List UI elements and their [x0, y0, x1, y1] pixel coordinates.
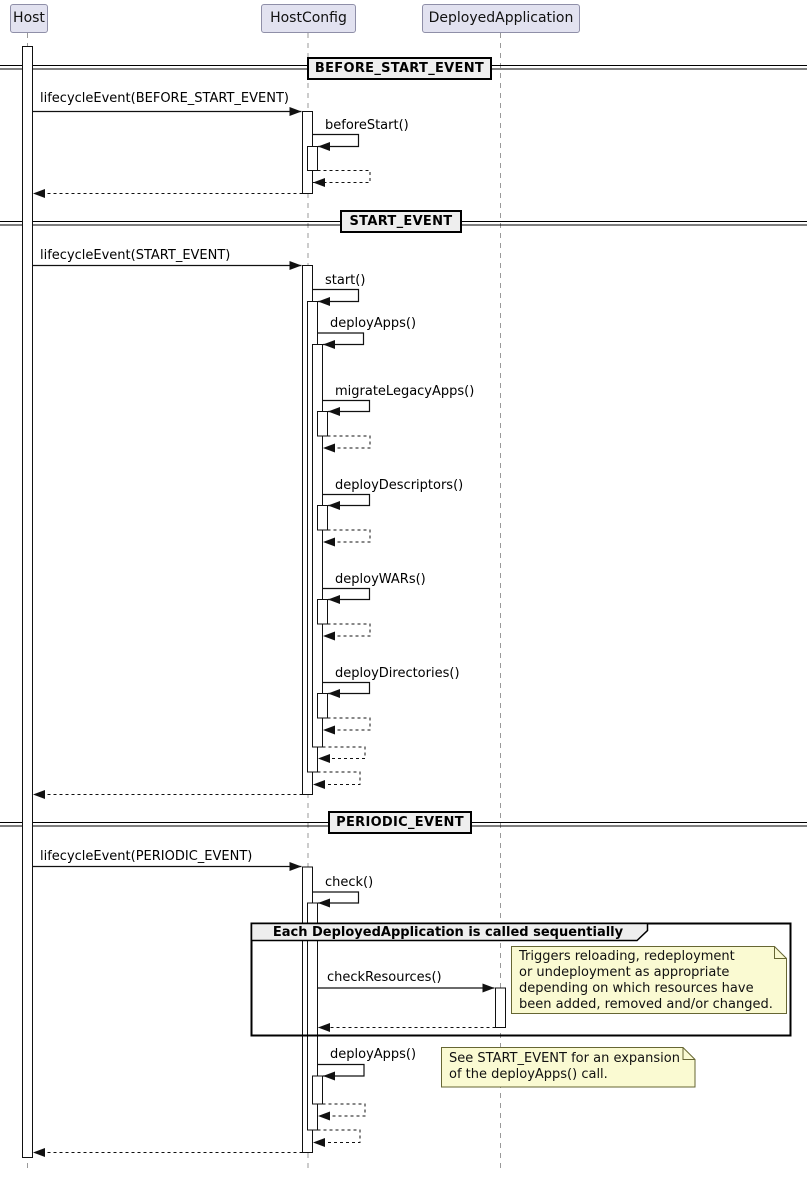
message-label-deploy-directories: deployDirectories()	[335, 666, 460, 681]
message-arrow	[317, 1063, 365, 1081]
divider-lines	[0, 64, 807, 827]
message-label-check: check()	[325, 875, 374, 890]
activation-bar	[307, 902, 318, 1131]
message-label-lifecycle-periodic: lifecycleEvent(PERIODIC_EVENT)	[40, 849, 253, 864]
note-shape	[441, 1047, 696, 1088]
activation-bar	[317, 411, 328, 437]
participant-deployedapplication: DeployedApplication	[422, 4, 580, 33]
note-check-resources: Triggers reloading, redeployment or unde…	[519, 949, 773, 1012]
activation-bar	[317, 693, 328, 719]
divider-periodic-event: PERIODIC_EVENT	[328, 811, 472, 834]
return-arrow	[313, 1129, 361, 1147]
message-label-deploy-descriptors: deployDescriptors()	[335, 478, 464, 493]
lifelines	[27, 33, 501, 1172]
divider-before-start-event: BEFORE_START_EVENT	[307, 56, 492, 80]
return-arrow	[313, 170, 371, 187]
return-arrow	[313, 771, 361, 789]
message-label-lifecycle-before-start: lifecycleEvent(BEFORE_START_EVENT)	[40, 91, 289, 106]
message-arrow	[312, 288, 360, 306]
message-label-deploy-apps: deployApps()	[330, 316, 417, 331]
activation-bar	[312, 344, 323, 748]
return-arrow	[323, 435, 371, 453]
message-arrow	[312, 133, 360, 151]
activation-bar	[317, 505, 328, 531]
message-label-check-resources: checkResources()	[327, 970, 442, 985]
group-frame	[250, 922, 792, 1037]
activation-bar	[312, 1075, 323, 1105]
participant-host: Host	[10, 4, 48, 33]
note-shape	[511, 946, 787, 1014]
message-label-start: start()	[325, 273, 366, 288]
activation-bar	[317, 599, 328, 625]
activation-bar	[495, 987, 506, 1028]
message-arrow	[322, 399, 371, 416]
return-arrow	[318, 1103, 366, 1121]
return-arrow	[323, 623, 371, 641]
message-label-before-start: beforeStart()	[325, 118, 409, 133]
message-arrow	[317, 332, 365, 349]
note-deploy-apps: See START_EVENT for an expansion of the …	[449, 1051, 680, 1082]
message-label-lifecycle-start: lifecycleEvent(START_EVENT)	[40, 248, 231, 263]
message-label-deploy-wars: deployWARs()	[335, 572, 426, 587]
note-fold-icon	[774, 946, 787, 959]
message-label-deploy-apps-periodic: deployApps()	[330, 1047, 417, 1062]
call-arrows	[32, 107, 495, 1081]
message-arrow	[322, 681, 371, 698]
message-arrow	[322, 587, 371, 604]
activation-bar	[307, 146, 318, 171]
return-arrow	[323, 717, 371, 735]
group-header-label: Each DeployedApplication is called seque…	[272, 925, 624, 940]
return-arrow	[318, 746, 366, 763]
activation-bars	[22, 46, 506, 1158]
return-arrows	[33, 170, 496, 1157]
message-label-migrate-legacy-apps: migrateLegacyApps()	[335, 384, 475, 399]
message-arrow	[312, 891, 360, 908]
message-arrow	[322, 493, 371, 510]
divider-start-event: START_EVENT	[340, 210, 462, 233]
activation-bar	[22, 46, 33, 1158]
return-arrow	[323, 529, 371, 547]
participant-hostconfig: HostConfig	[261, 4, 356, 33]
note-fold-icon	[682, 1047, 695, 1060]
note-shapes	[441, 946, 787, 1088]
